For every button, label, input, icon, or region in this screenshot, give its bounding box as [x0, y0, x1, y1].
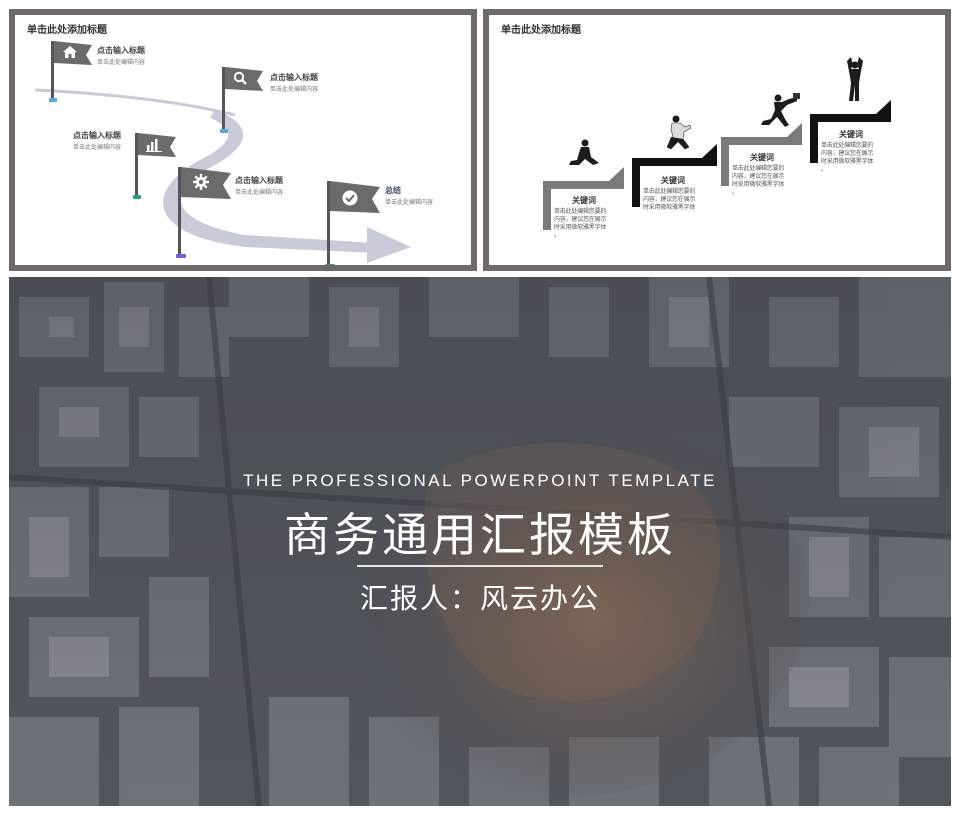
- flag-4-subtitle: 单击此处编辑内容: [235, 189, 284, 196]
- slide-thumbnail-1-frame[interactable]: 单击此处添加标题 点击输入标题 单击此处编辑内容: [9, 9, 477, 271]
- cover-divider: [357, 565, 603, 567]
- businessman-figure-4: [847, 57, 863, 101]
- businessman-figure-3: [761, 93, 800, 127]
- flag-5-title: 总结: [385, 186, 401, 195]
- search-icon: [233, 71, 247, 85]
- bar-chart-icon: [146, 139, 162, 152]
- roadmap-arrow: [34, 88, 411, 263]
- flag-4-title: 点击输入标题: [235, 176, 283, 185]
- step-4-description: 单击此处编辑您要的 内容，建议您在展示 时采用微软雅黑字体 。: [821, 142, 874, 173]
- flag-2-subtitle: 单击此处编辑内容: [270, 86, 319, 93]
- cover-slide[interactable]: THE PROFESSIONAL POWERPOINT TEMPLATE 商务通…: [9, 277, 951, 806]
- flag-4: [176, 167, 231, 258]
- gear-icon: [193, 174, 209, 190]
- step-2-description: 单击此处编辑您要的 内容，建议您在展示 时采用微软雅黑字体: [643, 188, 696, 211]
- step-1-description: 单击此处编辑您要的 内容，建议您在展示 时采用微软雅黑字体 。: [554, 208, 607, 239]
- step-4-keyword: 关键词: [839, 130, 863, 139]
- stair-steps: [543, 57, 891, 230]
- check-icon: [342, 190, 358, 206]
- slide-thumbnail-1: 单击此处添加标题 点击输入标题 单击此处编辑内容: [15, 15, 471, 265]
- flag-1-subtitle: 单击此处编辑内容: [97, 59, 146, 66]
- slide-2-title: 单击此处添加标题: [501, 25, 581, 36]
- cover-title: 商务通用汇报模板: [284, 508, 676, 562]
- flag-5: [325, 181, 380, 265]
- flag-3-title: 点击输入标题: [73, 131, 121, 140]
- slide-1-title: 单击此处添加标题: [27, 25, 107, 36]
- flag-2-title: 点击输入标题: [270, 73, 318, 82]
- flag-3-subtitle: 单击此处编辑内容: [73, 144, 122, 151]
- step-3-description: 单击此处编辑您要的 内容，建议您在展示 时采用微软雅黑字体 。: [732, 165, 785, 196]
- home-icon: [63, 46, 77, 58]
- step-3-keyword: 关键词: [750, 153, 774, 162]
- flag-1: [49, 41, 92, 103]
- slide-thumbnail-2: 单击此处添加标题: [489, 15, 945, 265]
- cover-presenter: 汇报人：风云办公: [359, 582, 600, 615]
- step-1-keyword: 关键词: [572, 196, 596, 205]
- flag-1-title: 点击输入标题: [97, 46, 145, 55]
- flag-2: [220, 67, 263, 133]
- city-handshake-background: [9, 277, 951, 806]
- step-2-keyword: 关键词: [661, 176, 685, 185]
- businessman-figure-1: [569, 139, 599, 165]
- businessman-figure-2: [666, 115, 692, 150]
- cover-english-tagline: THE PROFESSIONAL POWERPOINT TEMPLATE: [243, 471, 717, 490]
- flag-5-subtitle: 单击此处编辑内容: [385, 199, 434, 206]
- flag-3: [133, 133, 176, 199]
- slide-thumbnail-2-frame[interactable]: 单击此处添加标题: [483, 9, 951, 271]
